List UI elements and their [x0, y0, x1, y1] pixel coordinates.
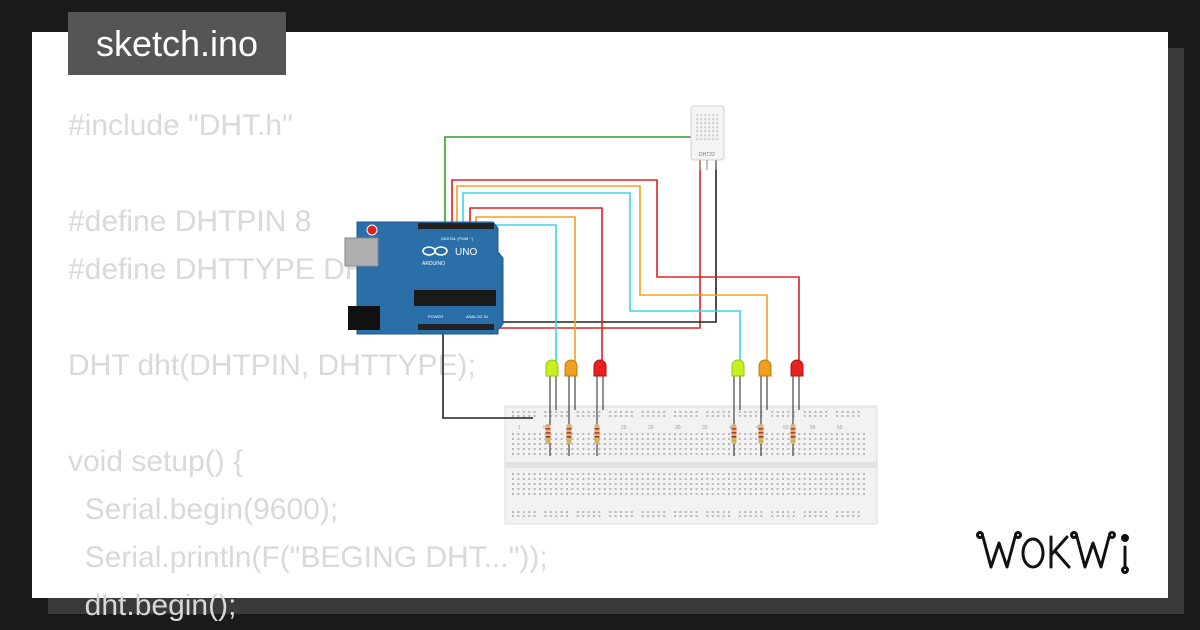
resistors [545, 424, 796, 444]
wire-red-dht [497, 160, 701, 329]
code-line: #include "DHT.h" [68, 109, 293, 142]
code-line: void setup() { [68, 445, 244, 478]
preview-card: #include "DHT.h" #define DHTPIN 8 #define … [32, 32, 1168, 622]
code-line: Serial.begin(9600); [68, 493, 339, 526]
analog-label: ANALOG IN [466, 314, 488, 319]
brand-label: ARDUINO [422, 261, 445, 267]
wire-orange-led-l [475, 216, 576, 362]
wokwi-logo [976, 531, 1129, 574]
bb-col-number: 55 [810, 425, 816, 431]
reset-button [366, 224, 378, 236]
usb-port [344, 237, 379, 267]
wire-orange-led-r [456, 185, 768, 362]
filename-tag: sketch.ino [68, 12, 286, 75]
dht22-sensor: DHT22 [690, 105, 725, 170]
atmega-chip [414, 290, 496, 306]
bb-col-number: 60 [837, 425, 843, 431]
code-line: Serial.println(F("BEGING DHT...")); [68, 541, 548, 574]
power-jack [348, 306, 380, 330]
wire-black-gnd [442, 330, 533, 419]
arduino-logo [422, 246, 448, 256]
power-label: POWER [428, 314, 443, 319]
code-line: #define DHTTYPE DHT22 [68, 253, 419, 286]
model-label: UNO [455, 247, 477, 258]
code-line: DHT dht(DHTPIN, DHTTYPE); [68, 349, 476, 382]
bb-col-number: 35 [702, 425, 708, 431]
wire-red-led-r [451, 179, 800, 362]
breadboard: 1 5 10 15 20 25 30 35 40 45 50 55 60 [504, 405, 878, 525]
arduino-uno: DIGITAL (PWM ~) UNO ARDUINO POWER ANALOG… [344, 221, 504, 335]
bb-col-number: 20 [621, 425, 627, 431]
analog-header [418, 324, 494, 330]
code-line: dht.begin(); [68, 589, 237, 622]
bb-col-number: 30 [675, 425, 681, 431]
code-preview: #include "DHT.h" #define DHTPIN 8 #define … [68, 102, 548, 630]
wire-black-dht [497, 160, 717, 323]
wire-red-led-l [469, 207, 603, 362]
bb-col-number: 50 [783, 425, 789, 431]
bb-col-number: 25 [648, 425, 654, 431]
dht-label: DHT22 [699, 152, 715, 158]
bb-col-number: 5 [543, 425, 546, 431]
code-line: #define DHTPIN 8 [68, 205, 312, 238]
digital-label: DIGITAL (PWM ~) [441, 236, 474, 241]
bb-col-number: 1 [518, 425, 521, 431]
wire-cyan-led-r [462, 192, 741, 362]
digital-header [418, 223, 494, 229]
